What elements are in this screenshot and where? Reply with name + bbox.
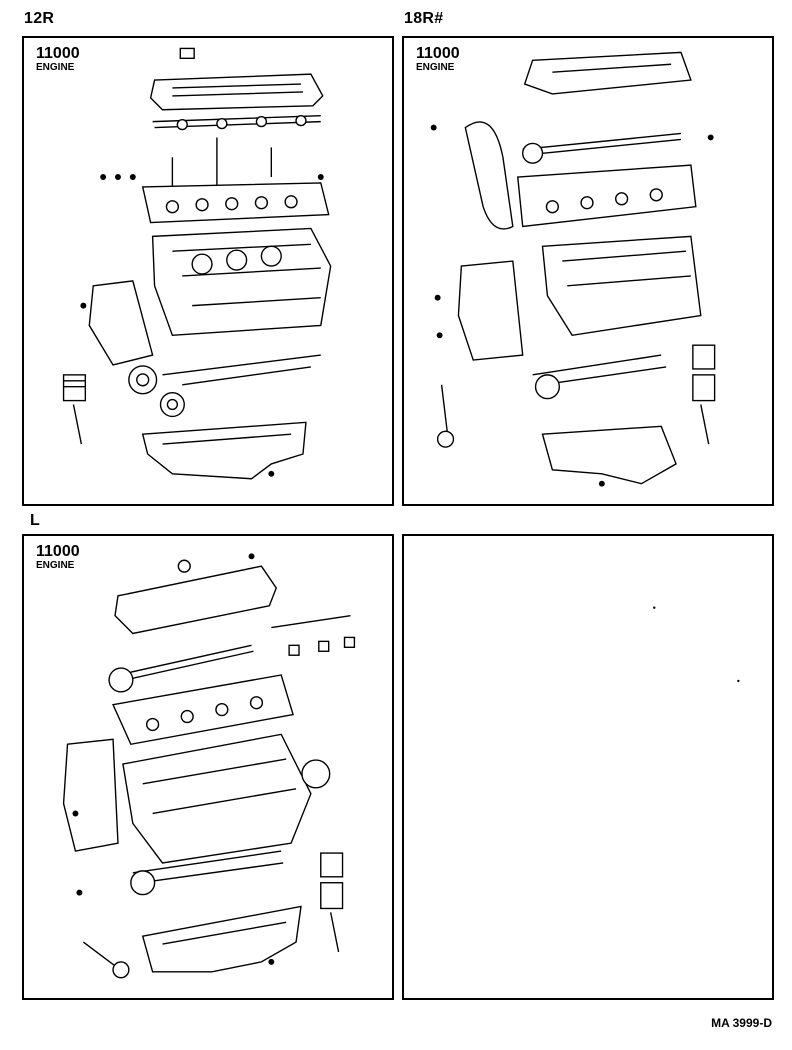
panel-empty [402,534,774,1000]
panel-engine-label: ENGINE [416,62,455,73]
panel-code: 11000 [416,45,460,62]
section-label-18r: 18R# [404,10,444,27]
panel-code: 11000 [36,543,80,560]
engine-exploded-diagram-18r [430,51,716,487]
panel-l-engine: 11000 ENGINE [22,534,394,1000]
panel-engine-label: ENGINE [36,62,75,73]
section-label-l: L [30,512,41,529]
engine-exploded-diagram-12r [62,47,332,480]
panel-12r-engine: 11000 ENGINE [22,36,394,506]
figure-code: MA 3999-D [711,1016,772,1030]
engine-exploded-diagram-l [62,553,356,979]
panel-engine-label: ENGINE [36,560,75,571]
panel-18r-engine: 11000 ENGINE [402,36,774,506]
blank-panel-art [653,606,740,683]
section-label-12r: 12R [24,10,55,27]
panel-code: 11000 [36,45,80,62]
